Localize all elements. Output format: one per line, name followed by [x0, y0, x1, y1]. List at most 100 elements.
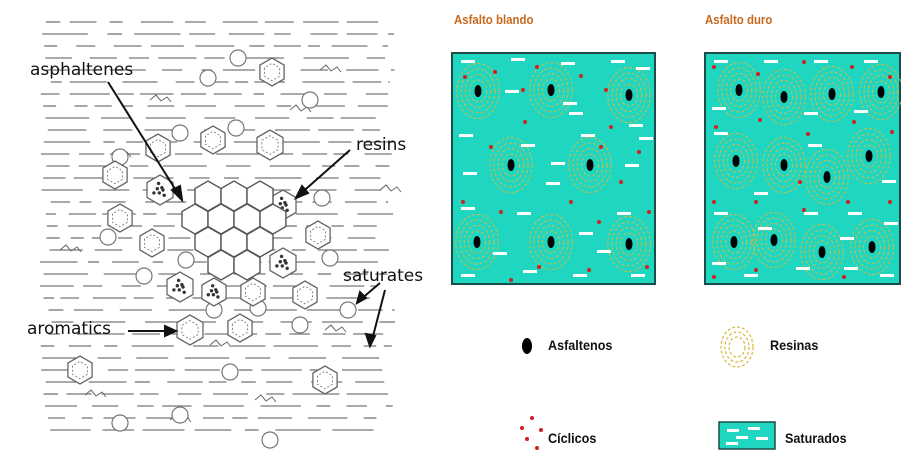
resin-hexagon: [167, 272, 193, 302]
hexagon-outline: [103, 161, 127, 189]
resin-dot: [156, 187, 159, 190]
saturate-bar: [714, 132, 728, 135]
saturate-bar: [754, 192, 768, 195]
cyclic-dot: [461, 200, 465, 204]
small-circle: [112, 415, 128, 431]
saturate-bar: [461, 207, 475, 210]
asphaltene-legend-icon: [517, 334, 541, 358]
saturate-bar: [563, 102, 577, 105]
small-circle: [340, 302, 356, 318]
saturate-bar: [493, 252, 507, 255]
hexagon-outline: [68, 356, 92, 384]
saturate-bar: [880, 274, 894, 277]
saturate-bar: [840, 237, 854, 240]
squiggle: [320, 65, 341, 72]
cyclic-dot: [537, 265, 541, 269]
saturate-bar: [712, 107, 726, 110]
saturate-bar: [625, 164, 639, 167]
saturate-bar: [461, 274, 475, 277]
hexagon-outline: [260, 58, 284, 86]
aromatic-hexagon: [260, 58, 284, 86]
saturate-bar: [639, 137, 653, 140]
hexagon-outline: [306, 221, 330, 249]
aromatic-hexagon: [177, 315, 203, 345]
resin-dot: [177, 279, 180, 282]
cyclic-dot: [619, 180, 623, 184]
cyclic-dot: [712, 200, 716, 204]
saturate-bar: [848, 212, 862, 215]
saturate-bar: [597, 250, 611, 253]
resin-dot: [212, 293, 215, 296]
cyclic-dot: [798, 180, 802, 184]
saturate-bar: [884, 222, 898, 225]
saturate-bar: [804, 212, 818, 215]
hexagon-outline: [202, 278, 226, 306]
saturate-bar: [463, 172, 477, 175]
cyclic-dot: [647, 210, 651, 214]
resin-dot: [214, 288, 217, 291]
resin-dot: [163, 194, 166, 197]
resin-dot: [211, 284, 214, 287]
resin-legend-icon: [715, 322, 763, 372]
resin-dot: [158, 191, 161, 194]
cyclic-legend-icon: [517, 415, 551, 455]
saturate-bar: [517, 212, 531, 215]
hexagon-outline: [140, 229, 164, 257]
saturate-bar: [804, 112, 818, 115]
resin-dot: [275, 264, 278, 267]
saturate-bar: [617, 212, 631, 215]
small-circle: [222, 364, 238, 380]
resin-dot: [283, 259, 286, 262]
aromatic-hexagon: [140, 229, 164, 257]
saturate-bar: [505, 90, 519, 93]
asphaltene-core: [829, 88, 836, 100]
resin-hexagon: [270, 248, 296, 278]
asphaltene-core: [819, 246, 826, 258]
saturate-bar: [864, 60, 878, 63]
saturates-arrowhead-1-icon: [357, 292, 366, 303]
saturate-bar: [561, 62, 575, 65]
cyclic-dot: [852, 120, 856, 124]
squiggle: [150, 95, 171, 102]
small-circle: [292, 317, 308, 333]
small-circle: [100, 229, 116, 245]
cyclic-dot: [846, 200, 850, 204]
cyclic-dot: [509, 278, 513, 282]
asphalt-colloid-schematic: asphaltenes resins saturates aromatics: [0, 0, 440, 459]
soft-asphalt-panel: [451, 52, 656, 285]
hexagon-outline: [270, 248, 296, 278]
asphaltene-core: [475, 85, 482, 97]
saturate-bar: [569, 112, 583, 115]
saturate-bar: [764, 60, 778, 63]
asphaltene-core: [878, 86, 885, 98]
saturate-bar: [758, 227, 772, 230]
ciclicos-legend-label: Cíclicos: [548, 430, 596, 446]
saturates-arrowhead-2-icon: [366, 334, 375, 346]
asphaltene-core: [548, 84, 555, 96]
asphaltene-core: [771, 234, 778, 246]
resin-dot: [176, 284, 179, 287]
asphaltene-core: [731, 236, 738, 248]
asphaltenes-label: asphaltenes: [30, 62, 133, 79]
resin-dot: [180, 283, 183, 286]
resin-dot: [279, 202, 282, 205]
saturate-bar: [523, 270, 537, 273]
small-circle: [314, 190, 330, 206]
saturates-label: saturates: [343, 268, 423, 285]
saturate-bar: [581, 134, 595, 137]
saturados-legend-label: Saturados: [785, 430, 847, 446]
cyclic-dot: [599, 145, 603, 149]
cyclic-dot: [842, 275, 846, 279]
small-circle: [178, 252, 194, 268]
cyclic-dot: [802, 208, 806, 212]
saturate-legend-icon: [718, 421, 778, 451]
saturate-bar: [573, 274, 587, 277]
cyclic-dot: [493, 70, 497, 74]
resin-dot: [183, 291, 186, 294]
cyclic-dot: [888, 200, 892, 204]
hexagon-outline: [257, 130, 283, 160]
saturate-bar: [579, 232, 593, 235]
cyclic-dot: [569, 200, 573, 204]
aromatic-hexagon: [257, 130, 283, 160]
core-hexagon: [208, 250, 234, 280]
